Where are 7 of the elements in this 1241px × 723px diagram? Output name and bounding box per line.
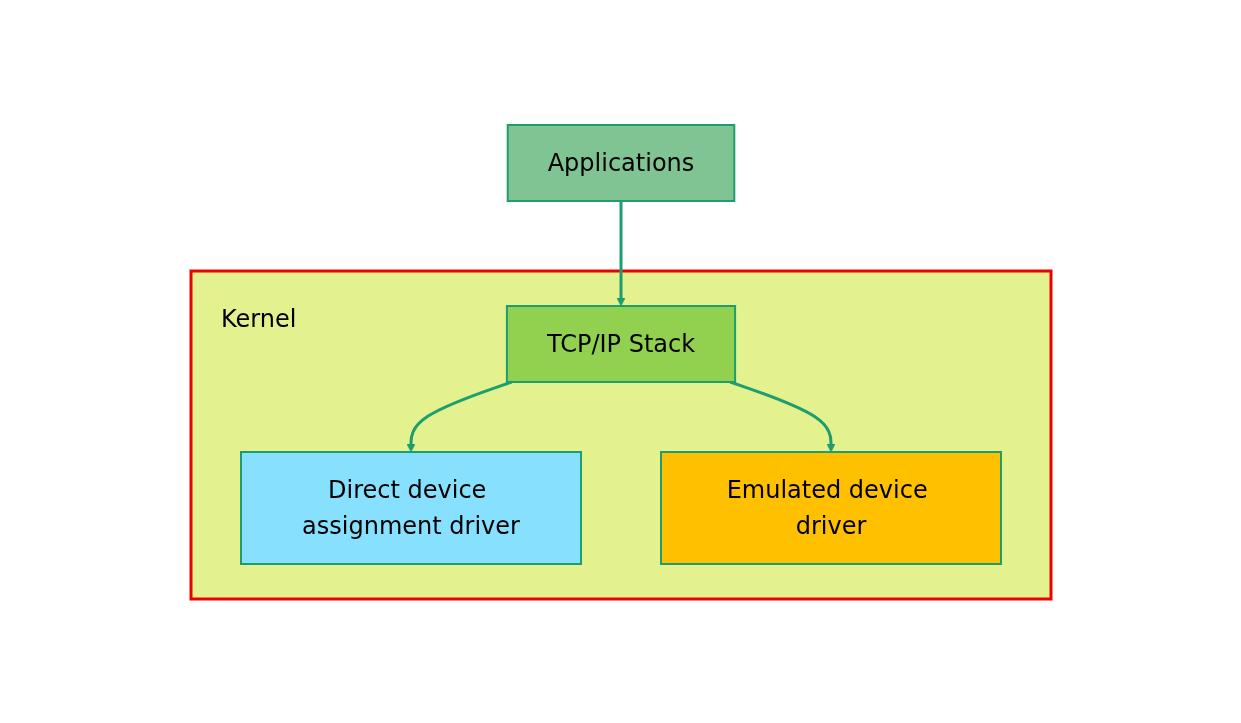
node-box: Applications — [506, 123, 735, 202]
arrow — [406, 380, 512, 452]
node-box: Emulated device driver — [659, 450, 1002, 565]
arrow — [616, 200, 625, 306]
node-box: Direct device assignment driver — [239, 450, 582, 565]
node-box: TCP/IP Stack — [505, 304, 736, 383]
arrow — [729, 380, 835, 452]
